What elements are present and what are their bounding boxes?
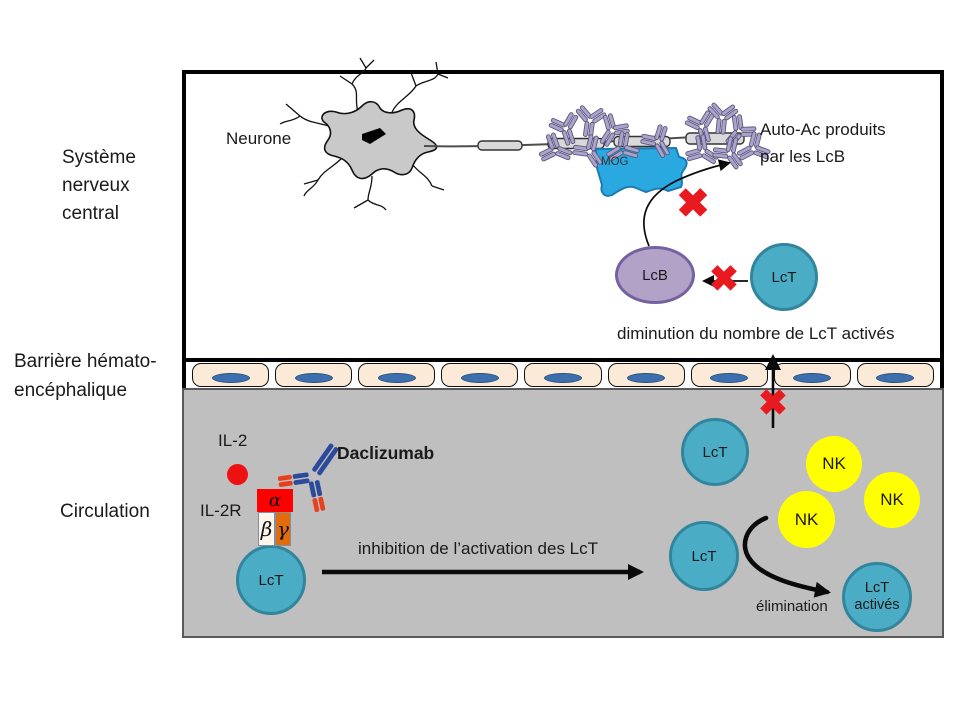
nk-cell-label: NK	[794, 509, 819, 529]
label-neurone: Neurone	[226, 129, 292, 148]
endothelial-cell	[607, 363, 685, 387]
endothelial-cell	[773, 363, 851, 387]
cns-box	[182, 70, 944, 362]
lct-actives-cell: LcT activés	[842, 562, 912, 632]
label-circulation: Circulation	[60, 501, 150, 522]
endothelial-cell	[690, 363, 768, 387]
endothelial-nucleus	[211, 373, 250, 383]
red-cross-icon: ✖	[708, 258, 740, 299]
label-daclizumab: Daclizumab	[337, 443, 435, 463]
label-systeme-nerveux-central: Système nerveux central	[62, 147, 136, 224]
blood-brain-barrier	[182, 362, 944, 388]
lct-cell-label: LcT	[691, 547, 717, 565]
label-diminution: diminution du nombre de LcT activés	[617, 324, 895, 343]
endothelial-nucleus	[627, 373, 666, 383]
il2-molecule	[227, 464, 248, 485]
endothelial-cell	[275, 363, 353, 387]
nk-cell-label: NK	[822, 454, 846, 473]
beta-label: β	[260, 517, 273, 541]
label-il2r: IL-2R	[200, 501, 242, 520]
lcb-cell: LcB	[615, 246, 695, 304]
label-elimination: élimination	[756, 598, 828, 615]
nk-cell: NK	[778, 491, 835, 548]
il2r-beta-subunit: β	[258, 512, 275, 546]
lct-cell-cns: LcT	[750, 243, 818, 311]
lcb-cell-label: LcB	[642, 266, 668, 284]
alpha-label: α	[268, 490, 282, 511]
endothelial-cell	[524, 363, 602, 387]
endothelial-nucleus	[876, 373, 915, 383]
lct-cell-circulation-mid: LcT	[669, 521, 739, 591]
label-inhibition: inhibition de l’activation des LcT	[358, 539, 599, 558]
il2r-gamma-subunit: γ	[275, 512, 291, 546]
endothelial-cell	[441, 363, 519, 387]
nk-cell: NK	[806, 436, 862, 492]
label-il2: IL-2	[218, 431, 248, 450]
endothelial-nucleus	[793, 373, 832, 383]
nk-cell-label: NK	[880, 490, 904, 509]
lct-cell-label: LcT	[771, 268, 797, 286]
lct-cell-label: LcT	[702, 443, 728, 461]
il2r-alpha-subunit: α	[257, 489, 293, 512]
endothelial-nucleus	[543, 373, 582, 383]
endothelial-cell	[192, 363, 270, 387]
nk-cell: NK	[864, 472, 920, 528]
red-cross-icon: ✖	[757, 382, 789, 423]
lct-actives-label: LcT activés	[854, 580, 900, 613]
lct-cell-circulation-top: LcT	[681, 418, 749, 486]
label-barriere-hemato-encephalique: Barrière hémato- encéphalique	[14, 351, 157, 401]
endothelial-nucleus	[460, 373, 499, 383]
endothelial-cell	[856, 363, 934, 387]
endothelial-nucleus	[294, 373, 333, 383]
label-auto-ac: Auto-Ac produits par les LcB	[760, 120, 886, 166]
endothelial-nucleus	[710, 373, 749, 383]
endothelial-cell	[358, 363, 436, 387]
label-mog: MOG	[601, 156, 629, 168]
endothelial-nucleus	[377, 373, 416, 383]
lct-cell-with-receptor: LcT	[236, 545, 306, 615]
lct-cell-label: LcT	[258, 571, 284, 589]
gamma-label: γ	[277, 517, 289, 541]
red-cross-icon: ✖	[676, 182, 710, 226]
